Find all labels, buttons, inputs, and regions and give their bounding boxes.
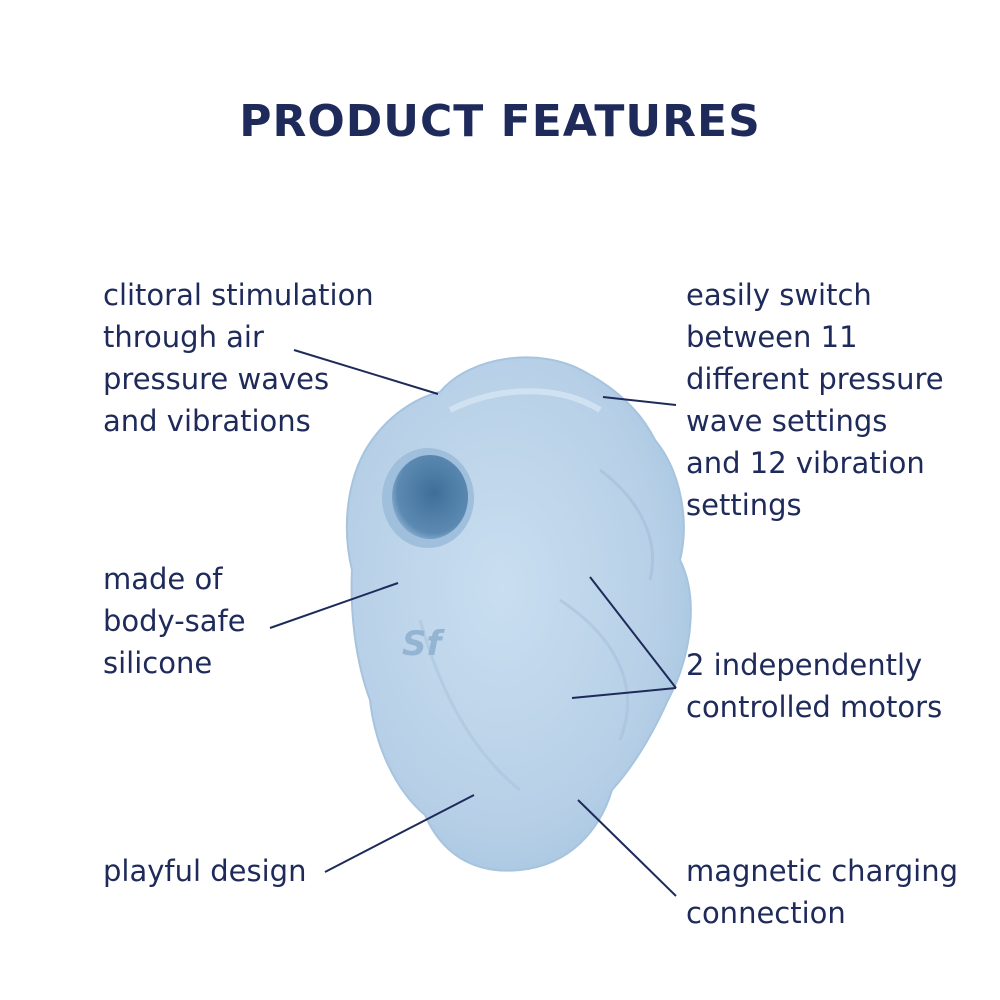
body-ridge xyxy=(559,598,629,741)
product-body xyxy=(345,356,692,872)
feature-text-line: made of xyxy=(103,562,223,596)
leader-line-charging xyxy=(577,799,677,897)
feature-text-line: connection xyxy=(686,896,846,930)
leader-line-motors-a xyxy=(589,576,677,689)
feature-text-line: different pressure xyxy=(686,362,944,396)
feature-charging: magnetic charging connection xyxy=(686,850,958,934)
product-logo: Sf xyxy=(402,624,445,664)
feature-design: playful design xyxy=(103,850,306,892)
leader-line-silicone xyxy=(269,582,399,629)
feature-text-line: and vibrations xyxy=(103,404,311,438)
feature-text-line: wave settings xyxy=(686,404,888,438)
feature-text-line: and 12 vibration xyxy=(686,446,925,480)
feature-silicone: made of body-safe silicone xyxy=(103,558,246,684)
feature-text-line: easily switch xyxy=(686,278,872,312)
feature-text-line: controlled motors xyxy=(686,690,943,724)
feature-text-line: playful design xyxy=(103,854,307,888)
leader-lines xyxy=(269,349,677,897)
body-highlight xyxy=(448,388,602,413)
feature-air-pressure: clitoral stimulation through air pressur… xyxy=(103,274,374,442)
feature-settings: easily switch between 11 different press… xyxy=(686,274,944,526)
feature-text-line: magnetic charging xyxy=(686,854,959,888)
feature-text-line: clitoral stimulation xyxy=(103,278,374,312)
page-title: PRODUCT FEATURES xyxy=(239,96,761,147)
leader-line-air xyxy=(293,349,439,395)
feature-text-line: through air xyxy=(103,320,264,354)
leader-line-motors-b xyxy=(571,687,677,699)
body-ridge xyxy=(418,619,521,792)
leader-line-settings xyxy=(602,396,677,406)
feature-text-line: silicone xyxy=(103,646,213,680)
suction-opening xyxy=(392,455,468,539)
feature-text-line: between 11 xyxy=(686,320,858,354)
feature-text-line: 2 independently xyxy=(686,648,923,682)
feature-motors: 2 independently controlled motors xyxy=(686,644,942,728)
body-ridge xyxy=(599,468,655,581)
leader-line-design xyxy=(324,794,475,873)
feature-text-line: settings xyxy=(686,488,802,522)
feature-text-line: pressure waves xyxy=(103,362,330,396)
feature-text-line: body-safe xyxy=(103,604,246,638)
